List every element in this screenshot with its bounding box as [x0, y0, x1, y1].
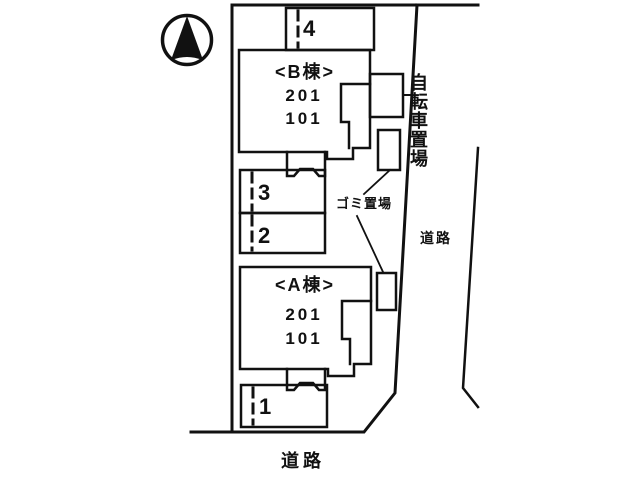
garbage-box-upper	[376, 128, 402, 172]
boundary-right-bottom-line	[189, 3, 419, 434]
building-a-stair-lines	[340, 299, 373, 366]
parking-space-3-number: 3	[258, 180, 271, 205]
parking-space-4-box	[284, 6, 376, 52]
road-label-right: 道路	[420, 230, 452, 246]
building-b-unit-201: 201	[285, 86, 323, 105]
north-compass-icon	[160, 13, 214, 77]
building-b-entrance-canopy	[285, 150, 327, 178]
bicycle-parking-box	[368, 72, 405, 119]
boundary-left-top-line	[230, 3, 480, 434]
road-edge-line	[461, 146, 480, 409]
building-a-unit-201: 201	[285, 305, 323, 324]
garbage-area-label: ゴミ置場	[336, 196, 393, 211]
parking-space-1-box	[239, 383, 329, 429]
building-a-entrance-canopy	[285, 367, 327, 392]
garbage-leader-lower	[355, 214, 385, 274]
parking-space-2-number: 2	[258, 223, 271, 248]
parking-space-4-number: 4	[303, 16, 316, 41]
garbage-box-lower	[375, 271, 398, 312]
garbage-leader-upper	[362, 168, 392, 196]
building-a-unit-101: 101	[285, 329, 323, 348]
building-b-stair-lines	[339, 82, 372, 150]
parking-space-1-number: 1	[259, 394, 272, 419]
road-label-bottom: 道路	[281, 451, 325, 471]
building-a-outline	[238, 265, 373, 378]
bicycle-parking-label: 自転車置場	[408, 73, 428, 168]
building-b-name: <B棟>	[274, 62, 336, 82]
building-b-unit-101: 101	[285, 109, 323, 128]
building-a-name: <A棟>	[274, 275, 336, 295]
parking-space-2-box	[238, 211, 327, 255]
